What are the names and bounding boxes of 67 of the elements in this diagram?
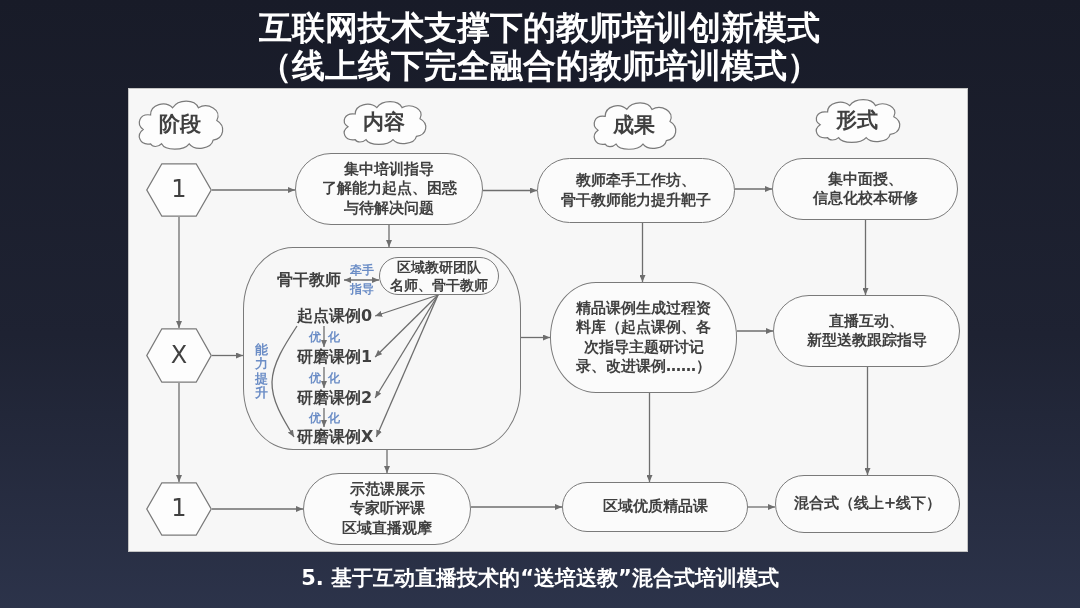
box-text: 区域教研团队 <box>397 257 481 276</box>
arrow <box>321 407 327 428</box>
arrow <box>321 325 327 348</box>
stage-number: 1 <box>171 176 187 204</box>
title: 互联网技术支撑下的教师培训创新模式（线上线下完全融合的教师培训模式） <box>258 9 822 85</box>
edge-label: 优化 <box>307 370 347 385</box>
arrow <box>864 366 871 476</box>
box-text: 区域直播观摩 <box>342 518 432 539</box>
edge-label: 牵手指导 <box>349 262 374 298</box>
arrow <box>639 222 646 283</box>
role-label: 骨干教师 <box>274 270 344 290</box>
lesson-label: 起点课例0 <box>294 306 376 326</box>
process-box <box>562 482 748 532</box>
hexagon-shape <box>146 163 212 217</box>
stage-number: X <box>170 341 188 370</box>
box-text: 示范课展示 <box>349 479 425 500</box>
box-text: 直播互动、 <box>829 311 904 331</box>
arrow <box>271 325 298 438</box>
arrow <box>386 224 392 248</box>
box-text: 了解能力起点、困惑与待解决问题 <box>320 179 458 219</box>
group-container <box>243 247 521 450</box>
box-text: 新型送教跟踪指导 <box>806 331 927 351</box>
arrow <box>747 504 776 510</box>
arrow <box>374 294 439 358</box>
edge-label: 能力提升 <box>255 343 268 401</box>
arrow <box>211 506 304 512</box>
box-text: 信息化校本研修 <box>812 189 918 209</box>
process-box <box>379 257 499 295</box>
box-text: 骨干教师能力提升靶子 <box>561 190 711 210</box>
arrow <box>470 504 563 510</box>
lesson-label: 研磨课例2 <box>294 388 376 408</box>
column-heading: 阶段 <box>159 111 201 137</box>
arrow <box>176 216 182 329</box>
arrow <box>343 277 380 283</box>
lesson-label: 研磨课例X <box>294 427 377 447</box>
caption: 5. 基于互动直播技术的“送培送教”混合式培训模式 <box>301 565 779 592</box>
box-text: 区域优质精品课 <box>602 497 708 517</box>
lesson-label: 研磨课例1 <box>294 347 376 367</box>
stage-number: 1 <box>171 495 187 523</box>
hexagon-shape <box>146 482 212 536</box>
box-text: 专家听评课 <box>349 499 425 519</box>
hexagon-shape <box>146 328 212 383</box>
arrow <box>374 294 439 399</box>
arrow <box>375 294 439 438</box>
column-heading: 内容 <box>363 109 405 135</box>
column-heading: 形式 <box>836 107 878 133</box>
edge-label: 优化 <box>307 410 347 425</box>
box-text: 集中面授、 <box>827 169 903 189</box>
arrow <box>862 219 869 296</box>
box-text: 精品课例生成过程资料库（起点课例、各次指导主题研讨记录、改进课例……） <box>575 298 712 377</box>
arrow <box>384 449 390 474</box>
arrow <box>646 392 653 483</box>
arrow <box>321 366 327 389</box>
arrow <box>176 382 182 483</box>
arrow <box>482 187 538 194</box>
arrow <box>374 294 439 317</box>
box-text: 名师、骨干教师 <box>390 276 488 295</box>
box-text: 教师牵手工作坊、 <box>576 171 696 191</box>
arrow <box>520 334 551 341</box>
arrow <box>211 352 244 359</box>
box-text: 集中培训指导 <box>344 159 434 180</box>
arrow <box>211 187 296 193</box>
edge-label: 优化 <box>307 329 347 344</box>
arrow <box>734 186 773 192</box>
box-text: 混合式（线上+线下） <box>793 494 942 514</box>
arrow <box>736 328 774 334</box>
column-heading: 成果 <box>613 112 655 138</box>
